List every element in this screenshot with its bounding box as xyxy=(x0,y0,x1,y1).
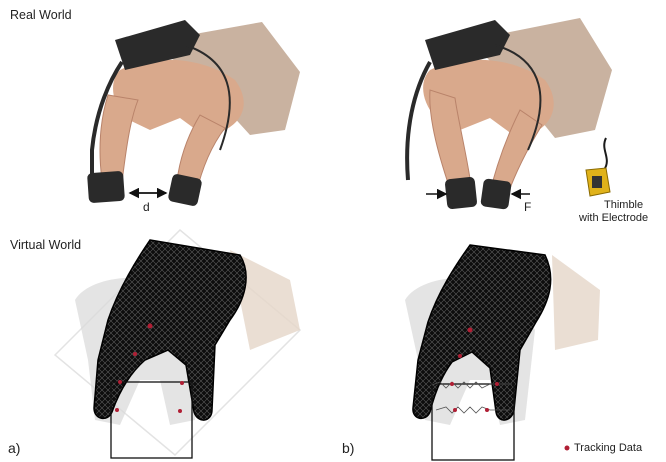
tracking-marker xyxy=(178,409,182,413)
tracking-marker xyxy=(468,328,473,333)
tracking-marker xyxy=(485,408,489,412)
tracking-marker xyxy=(118,380,122,384)
tracking-marker xyxy=(180,381,184,385)
thimble-electrode-icon xyxy=(586,138,610,196)
real-hand-open xyxy=(87,20,300,207)
tracking-marker xyxy=(453,408,457,412)
real-hand-pinch xyxy=(407,18,612,210)
tracking-marker xyxy=(458,354,462,358)
tracking-marker xyxy=(115,408,119,412)
virtual-hand-open xyxy=(55,230,300,458)
tracking-marker xyxy=(450,382,454,386)
tracking-marker xyxy=(495,382,499,386)
legend-marker-icon xyxy=(565,446,570,451)
tracking-marker xyxy=(148,324,153,329)
virtual-hand-pinch xyxy=(405,245,600,460)
tracking-marker xyxy=(133,352,137,356)
